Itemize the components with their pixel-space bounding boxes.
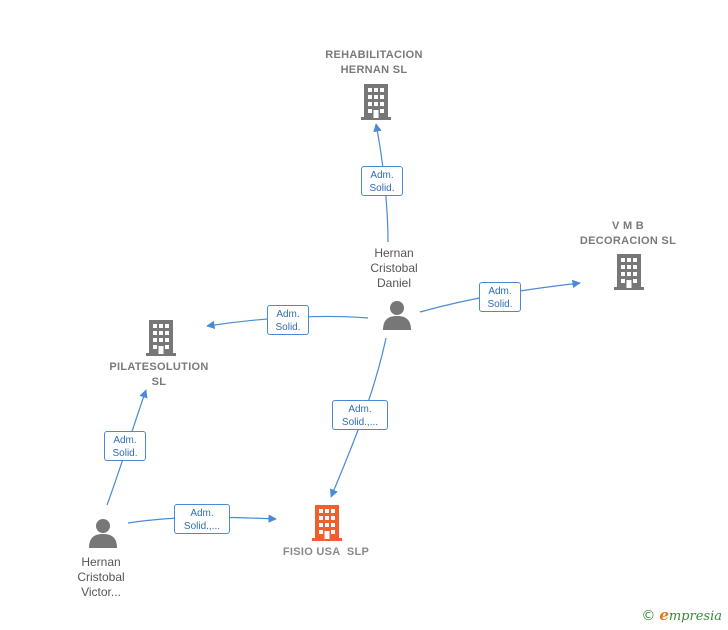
- edge-role-line2: Solid.,...: [183, 521, 221, 532]
- building-icon-fisio[interactable]: [312, 505, 342, 541]
- person-name-line3: Daniel: [376, 276, 412, 290]
- person-name-line3: Victor...: [81, 585, 121, 599]
- edge-role-line2: Solid.,...: [341, 417, 379, 428]
- building-icon-vmb[interactable]: [614, 254, 644, 290]
- edge-role-line1: Adm.: [488, 286, 512, 297]
- company-name-line2: SL: [151, 376, 167, 388]
- edge-label-daniel-pilatesolution[interactable]: Adm. Solid.: [267, 305, 309, 335]
- brand-e: e: [659, 606, 669, 624]
- company-name-line1: REHABILITACION: [325, 49, 423, 61]
- company-label-fisio[interactable]: FISIO USA SLP: [236, 545, 416, 560]
- edge-role-line1: Adm.: [276, 309, 300, 320]
- company-name-line1: FISIO USA SLP: [282, 546, 370, 558]
- person-label-hernan-victor[interactable]: Hernan Cristobal Victor...: [41, 555, 161, 600]
- edge-role-line1: Adm.: [370, 170, 394, 181]
- person-name-line2: Cristobal: [77, 570, 125, 584]
- company-name-line1: PILATESOLUTION: [109, 361, 209, 373]
- building-icon-pilatesolution[interactable]: [146, 320, 176, 356]
- edge-role-line2: Solid.: [487, 299, 513, 310]
- company-name-line2: DECORACION SL: [579, 235, 677, 247]
- building-icon-rehabilitacion[interactable]: [361, 84, 391, 120]
- copyright-icon: ©: [641, 608, 656, 624]
- company-label-pilatesolution[interactable]: PILATESOLUTION SL: [69, 360, 249, 390]
- edge-role-line2: Solid.: [369, 183, 395, 194]
- person-icon-hernan-daniel[interactable]: [383, 301, 411, 330]
- company-name-line2: HERNAN SL: [340, 64, 408, 76]
- brand-name: mpresia: [668, 609, 722, 624]
- edge-role-line2: Solid.: [112, 448, 138, 459]
- person-name-line1: Hernan: [81, 555, 121, 569]
- edge-role-line2: Solid.: [275, 322, 301, 333]
- edge-role-line1: Adm.: [190, 508, 214, 519]
- edge-label-daniel-fisio[interactable]: Adm. Solid.,...: [332, 400, 388, 430]
- company-label-vmb[interactable]: V M B DECORACION SL: [538, 219, 718, 249]
- empresia-logo: ©empresia: [641, 606, 722, 624]
- person-name-line1: Hernan: [374, 246, 414, 260]
- edge-label-victor-fisio[interactable]: Adm. Solid.,...: [174, 504, 230, 534]
- company-name-line1: V M B: [611, 220, 645, 232]
- edge-role-line1: Adm.: [113, 435, 137, 446]
- person-label-hernan-daniel[interactable]: Hernan Cristobal Daniel: [334, 246, 454, 291]
- company-label-rehabilitacion[interactable]: REHABILITACION HERNAN SL: [284, 48, 464, 78]
- edge-label-victor-pilatesolution[interactable]: Adm. Solid.: [104, 431, 146, 461]
- edge-label-daniel-vmb[interactable]: Adm. Solid.: [479, 282, 521, 312]
- edge-label-daniel-rehabilitacion[interactable]: Adm. Solid.: [361, 166, 403, 196]
- person-name-line2: Cristobal: [370, 261, 418, 275]
- edge-role-line1: Adm.: [348, 404, 372, 415]
- person-icon-hernan-victor[interactable]: [89, 519, 117, 548]
